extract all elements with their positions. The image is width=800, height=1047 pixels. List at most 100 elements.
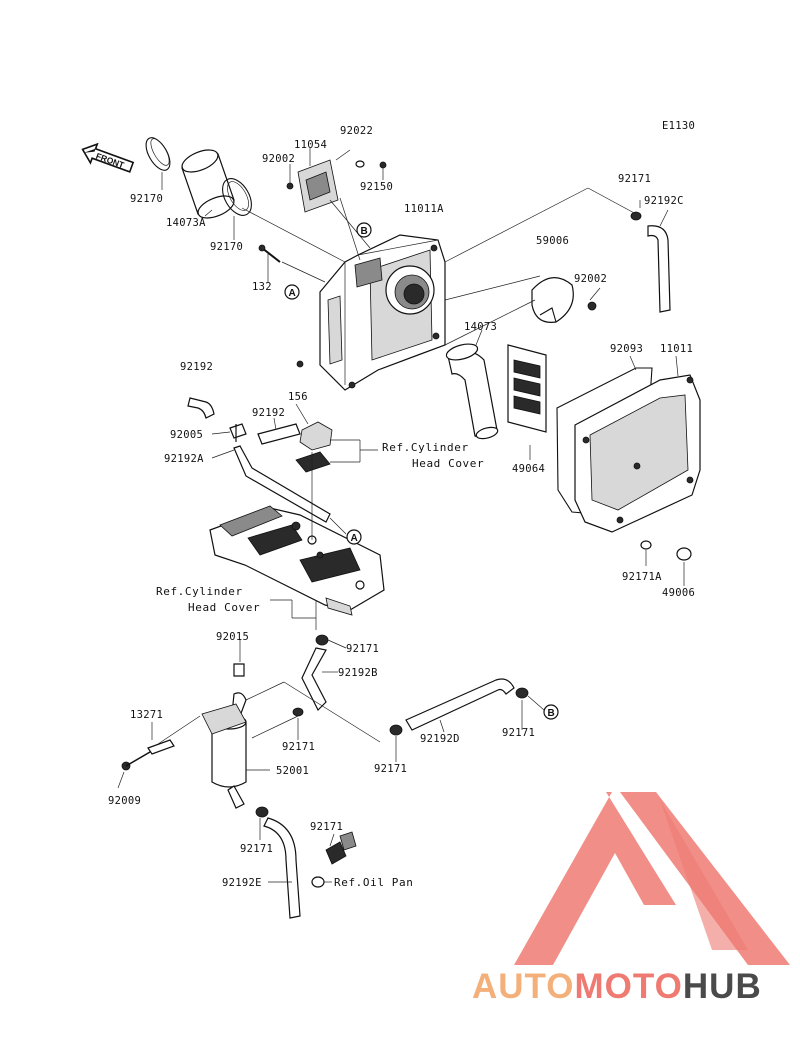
bolt-92015	[233, 663, 245, 677]
hose-92192B	[301, 647, 327, 712]
label-92171-oil: 92171	[310, 821, 343, 833]
label-49006: 49006	[662, 587, 695, 599]
duct-14073	[445, 343, 499, 440]
label-92015: 92015	[216, 631, 249, 643]
label-92192-center: 92192	[252, 407, 285, 419]
label-92002-top: 92002	[262, 153, 295, 165]
washer-92022	[355, 160, 365, 168]
cap-49006	[676, 547, 692, 561]
label-14073: 14073	[464, 321, 497, 333]
clamp-92171-mid	[315, 634, 329, 646]
callout-a-top-letter: A	[289, 288, 296, 299]
label-92171A: 92171A	[622, 571, 662, 583]
callout-b-top: B	[356, 222, 372, 238]
callout-a-top: A	[284, 284, 300, 300]
watermark-text-hub: HUB	[683, 967, 762, 1006]
diagram-code: E1130	[662, 120, 695, 132]
label-92192C: 92192C	[644, 195, 684, 207]
label-59006: 59006	[536, 235, 569, 247]
label-11011A: 11011A	[404, 203, 444, 215]
label-92192E: 92192E	[222, 877, 262, 889]
callout-b-top-letter: B	[361, 226, 368, 237]
bolt-132	[258, 244, 281, 263]
label-132: 132	[252, 281, 272, 293]
valve-156	[295, 421, 333, 473]
label-92002-right: 92002	[574, 273, 607, 285]
label-92171-canister: 92171	[282, 741, 315, 753]
bracket-13271	[147, 715, 201, 755]
callout-a-mid: A	[346, 529, 362, 545]
hose-92192-left	[187, 397, 215, 419]
clamp-92171-d-left	[389, 724, 403, 736]
watermark-logo: AUTOMOTOHUB	[472, 792, 790, 1006]
front-arrow-icon: FRONT	[81, 142, 135, 173]
watermark-text-moto: MOTO	[575, 967, 683, 1006]
clamp-92171-canister	[292, 707, 304, 717]
label-92009: 92009	[108, 795, 141, 807]
watermark-triangle	[514, 792, 790, 965]
fitting-92005	[229, 423, 247, 442]
label-49064: 49064	[512, 463, 545, 475]
hose-92192E	[263, 817, 301, 919]
hose-92192C	[647, 225, 671, 313]
label-92171-mid: 92171	[346, 643, 379, 655]
clamp-92171A	[640, 540, 652, 550]
label-92171-top: 92171	[618, 173, 651, 185]
ref-cylinder-head-cover-2-line2: Head Cover	[188, 601, 260, 614]
plate-59006	[531, 277, 574, 323]
label-92192D: 92192D	[420, 733, 460, 745]
label-92170-top: 92170	[130, 193, 163, 205]
label-92171-d-left: 92171	[374, 763, 407, 775]
watermark-text: AUTOMOTOHUB	[472, 967, 762, 1006]
label-52001: 52001	[276, 765, 309, 777]
reference-labels: Ref.Cylinder Head Cover Ref.Cylinder Hea…	[156, 441, 484, 889]
label-92192A: 92192A	[164, 453, 204, 465]
hose-92192A	[233, 445, 331, 523]
label-92005: 92005	[170, 429, 203, 441]
label-11011: 11011	[660, 343, 693, 355]
label-13271: 13271	[130, 709, 163, 721]
intake-duct-14073A	[181, 149, 235, 219]
canister-52001	[201, 692, 247, 809]
watermark-triangle-inner	[660, 800, 748, 950]
air-cleaner-cover-11011	[574, 374, 701, 533]
label-92192B: 92192B	[338, 667, 378, 679]
label-92192-left: 92192	[180, 361, 213, 373]
part-labels: 92022 11054 92002 92150 11011A 92170 140…	[108, 125, 695, 889]
label-92171-d-right: 92171	[502, 727, 535, 739]
watermark-text-auto: AUTO	[472, 967, 575, 1006]
bolt-92002-plate	[587, 301, 597, 311]
label-156: 156	[288, 391, 308, 403]
clamp-92171-top	[630, 211, 642, 221]
air-cleaner-housing-11011A	[319, 234, 446, 391]
bolt-92009	[121, 751, 151, 771]
leader-lines	[117, 148, 685, 883]
ref-cylinder-head-cover-2-line1: Ref.Cylinder	[156, 585, 243, 598]
clamp-92171-d-right	[515, 687, 529, 699]
callout-a-mid-letter: A	[351, 533, 358, 544]
clamp-92171-e-top	[255, 806, 269, 818]
bracket-11054	[286, 159, 339, 213]
label-92022: 92022	[340, 125, 373, 137]
label-92170-bottom: 92170	[210, 241, 243, 253]
filter-element-49064	[507, 344, 547, 433]
callout-b-bottom-letter: B	[548, 708, 555, 719]
hose-92192D	[405, 678, 515, 731]
callout-b-bottom: B	[543, 704, 559, 720]
label-92171-e: 92171	[240, 843, 273, 855]
label-92150: 92150	[360, 181, 393, 193]
clamp-92170-top	[145, 137, 171, 171]
fitting-oil-pan	[311, 831, 357, 888]
bolt-156-housing	[296, 360, 304, 368]
cylinder-head-cover	[209, 505, 385, 616]
hose-92192-center	[257, 423, 301, 445]
ref-cylinder-head-cover-1-line2: Head Cover	[412, 457, 484, 470]
ref-cylinder-head-cover-1-line1: Ref.Cylinder	[382, 441, 469, 454]
ref-oil-pan: Ref.Oil Pan	[334, 876, 413, 889]
bolt-92150	[379, 161, 387, 169]
label-92093: 92093	[610, 343, 643, 355]
label-11054: 11054	[294, 139, 327, 151]
label-14073A: 14073A	[166, 217, 206, 229]
